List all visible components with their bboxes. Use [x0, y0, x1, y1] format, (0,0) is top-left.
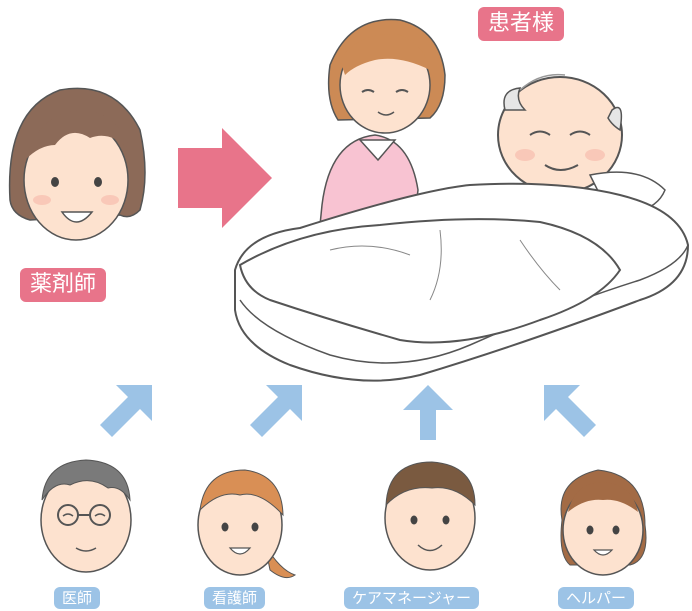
care-manager-label: ケアマネージャー — [344, 587, 479, 609]
patient-label: 患者様 — [478, 7, 565, 41]
arrow-right-icon — [178, 128, 272, 228]
pharmacist-label: 薬剤師 — [20, 268, 107, 302]
helper-figure — [560, 469, 647, 576]
care-manager-figure — [384, 461, 476, 571]
arrow-up-right-icon — [100, 385, 152, 437]
nurse-label: 看護師 — [204, 587, 266, 609]
blue-arrows — [100, 385, 596, 440]
bed — [234, 182, 690, 382]
arrow-up-icon — [403, 385, 453, 440]
arrow-up-right-icon — [250, 385, 302, 437]
arrow-up-left-icon — [544, 385, 596, 437]
helper-label: ヘルパー — [558, 587, 635, 609]
pharmacist-figure — [8, 87, 146, 241]
doctor-label: 医師 — [54, 587, 101, 609]
doctor-figure — [40, 459, 132, 573]
nurse-figure — [197, 469, 297, 579]
